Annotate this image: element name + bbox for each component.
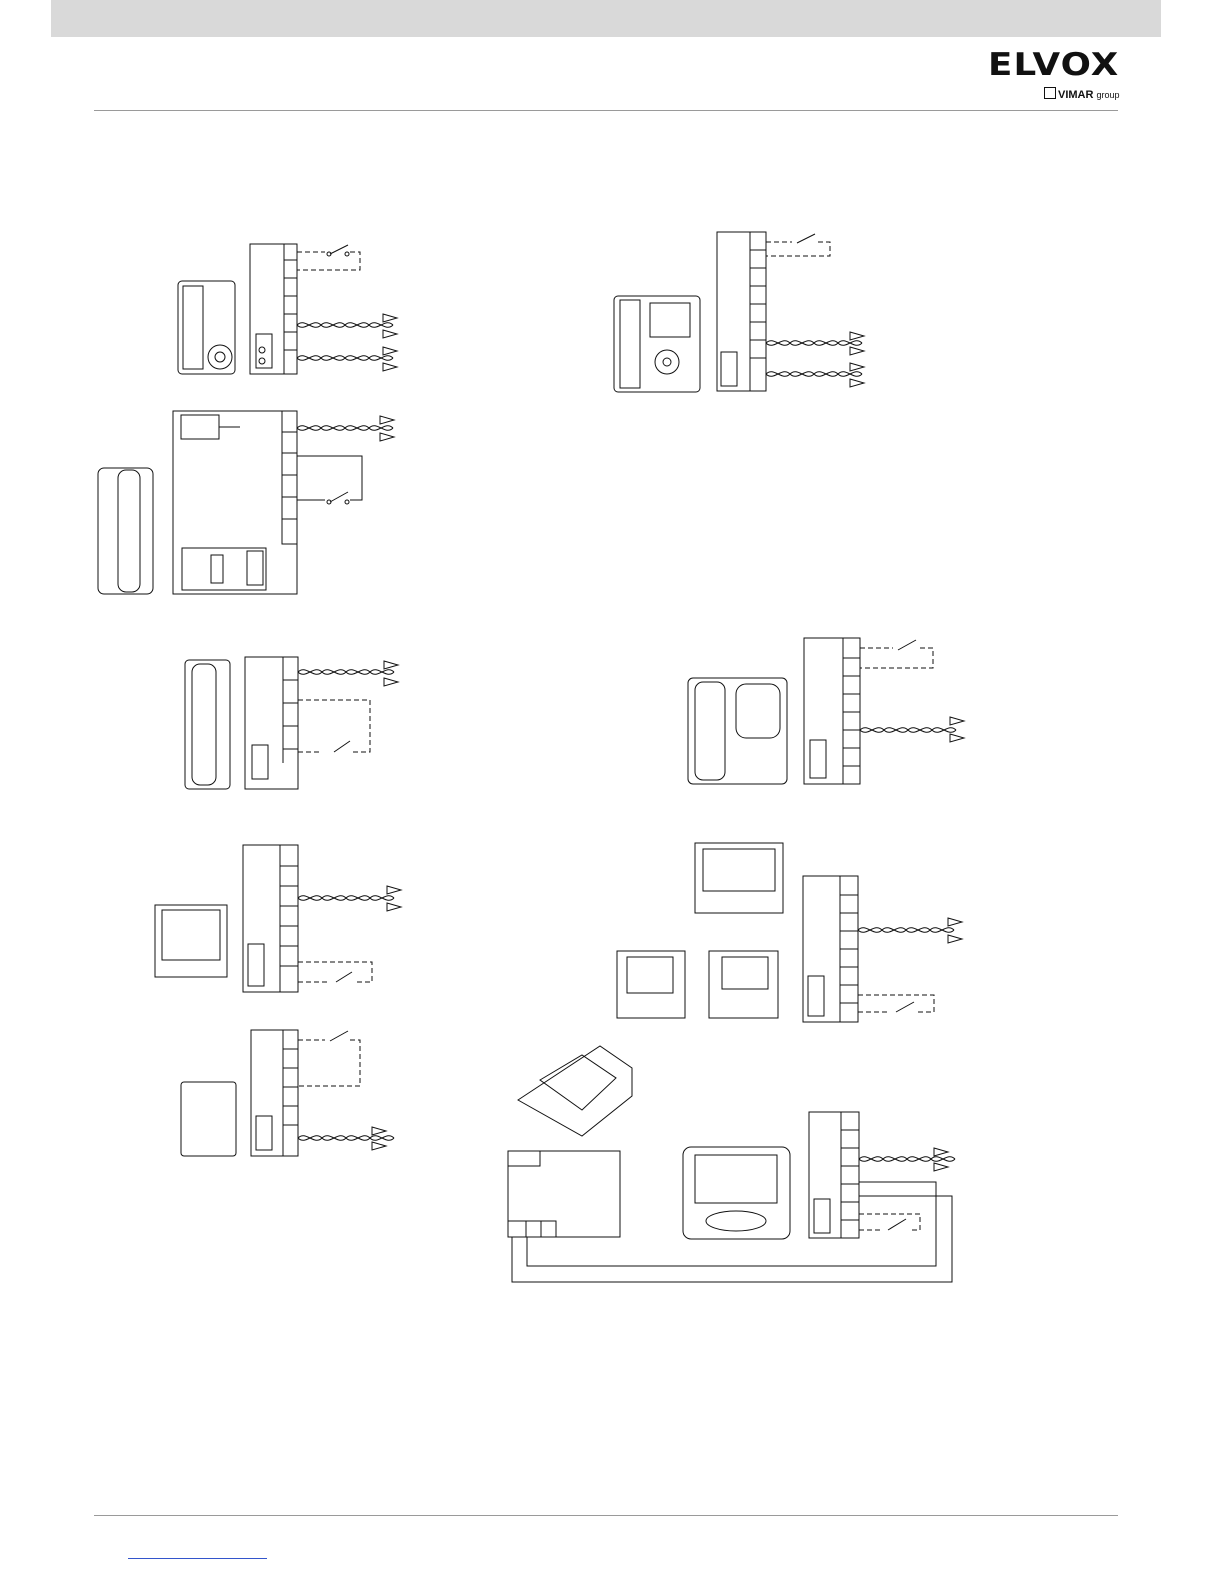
unit-4 (155, 845, 401, 992)
unit-8 (617, 843, 962, 1022)
unit-9 (508, 1046, 955, 1282)
unit-1 (178, 244, 397, 374)
unit-5 (181, 1030, 394, 1156)
unit-6 (614, 232, 864, 392)
unit-2 (98, 411, 394, 594)
unit-3 (185, 657, 398, 789)
unit-7 (688, 638, 964, 784)
